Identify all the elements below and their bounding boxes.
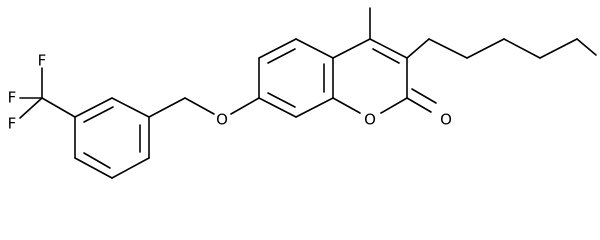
bond-ch2-to-o (184, 97, 215, 115)
atom-labels: F F F O O O (8, 52, 452, 133)
atom-fluorine-left-upper: F (8, 89, 17, 107)
atom-carbonyl-oxygen: O (440, 111, 452, 129)
bond-benzyl-ring-inner-c (83, 152, 111, 169)
bond-carbonyl-b (411, 88, 437, 104)
atom-fluorine-top: F (38, 52, 47, 70)
bond-carbonyl-a (406, 97, 432, 113)
bond-coumarin-benzo-3 (295, 38, 334, 59)
bond-pyrone-5 (332, 97, 361, 114)
bond-coumarin-benzo-inner-b (267, 92, 296, 108)
bond-benzyl-ring-inner-a (83, 106, 114, 123)
bonds (19, 7, 597, 179)
structure-svg: F F F O O O (8, 7, 597, 179)
atom-ring-oxygen: O (364, 111, 376, 129)
molecule-diagram: F F F O O O (7, 7, 597, 179)
bond-coumarin-benzo-5 (295, 97, 334, 118)
bond-hexyl-5 (539, 38, 578, 59)
bond-ring-to-ch2 (148, 97, 186, 118)
bond-o-to-coumarin (230, 97, 260, 115)
bond-coumarin-benzo-6 (258, 97, 297, 118)
bond-hexyl-6 (576, 38, 597, 56)
bond-hexyl-2 (428, 38, 468, 59)
atom-ether-oxygen: O (216, 111, 228, 129)
bond-pyrone-double-inner (372, 48, 400, 64)
bond-pyrone-1 (332, 38, 371, 59)
bond-coumarin-benzo-2 (258, 38, 297, 59)
bond-cf3-f-left-lower (19, 97, 43, 119)
bond-benzyl-ring-2 (111, 97, 150, 118)
bond-coumarin-benzo-inner-a (267, 48, 296, 64)
bond-benzyl-ring-1 (74, 97, 113, 118)
bond-pyrone-2 (369, 38, 408, 59)
bond-benzyl-ring-4 (111, 157, 150, 179)
atom-fluorine-left-lower: F (8, 115, 17, 133)
bond-cf3-to-ring (41, 97, 76, 118)
bond-benzyl-ring-5 (74, 157, 113, 179)
bond-hexyl-3 (466, 38, 505, 59)
bond-pyrone-4 (380, 97, 408, 114)
bond-hexyl-4 (503, 38, 541, 59)
bond-hexyl-1 (406, 38, 430, 59)
